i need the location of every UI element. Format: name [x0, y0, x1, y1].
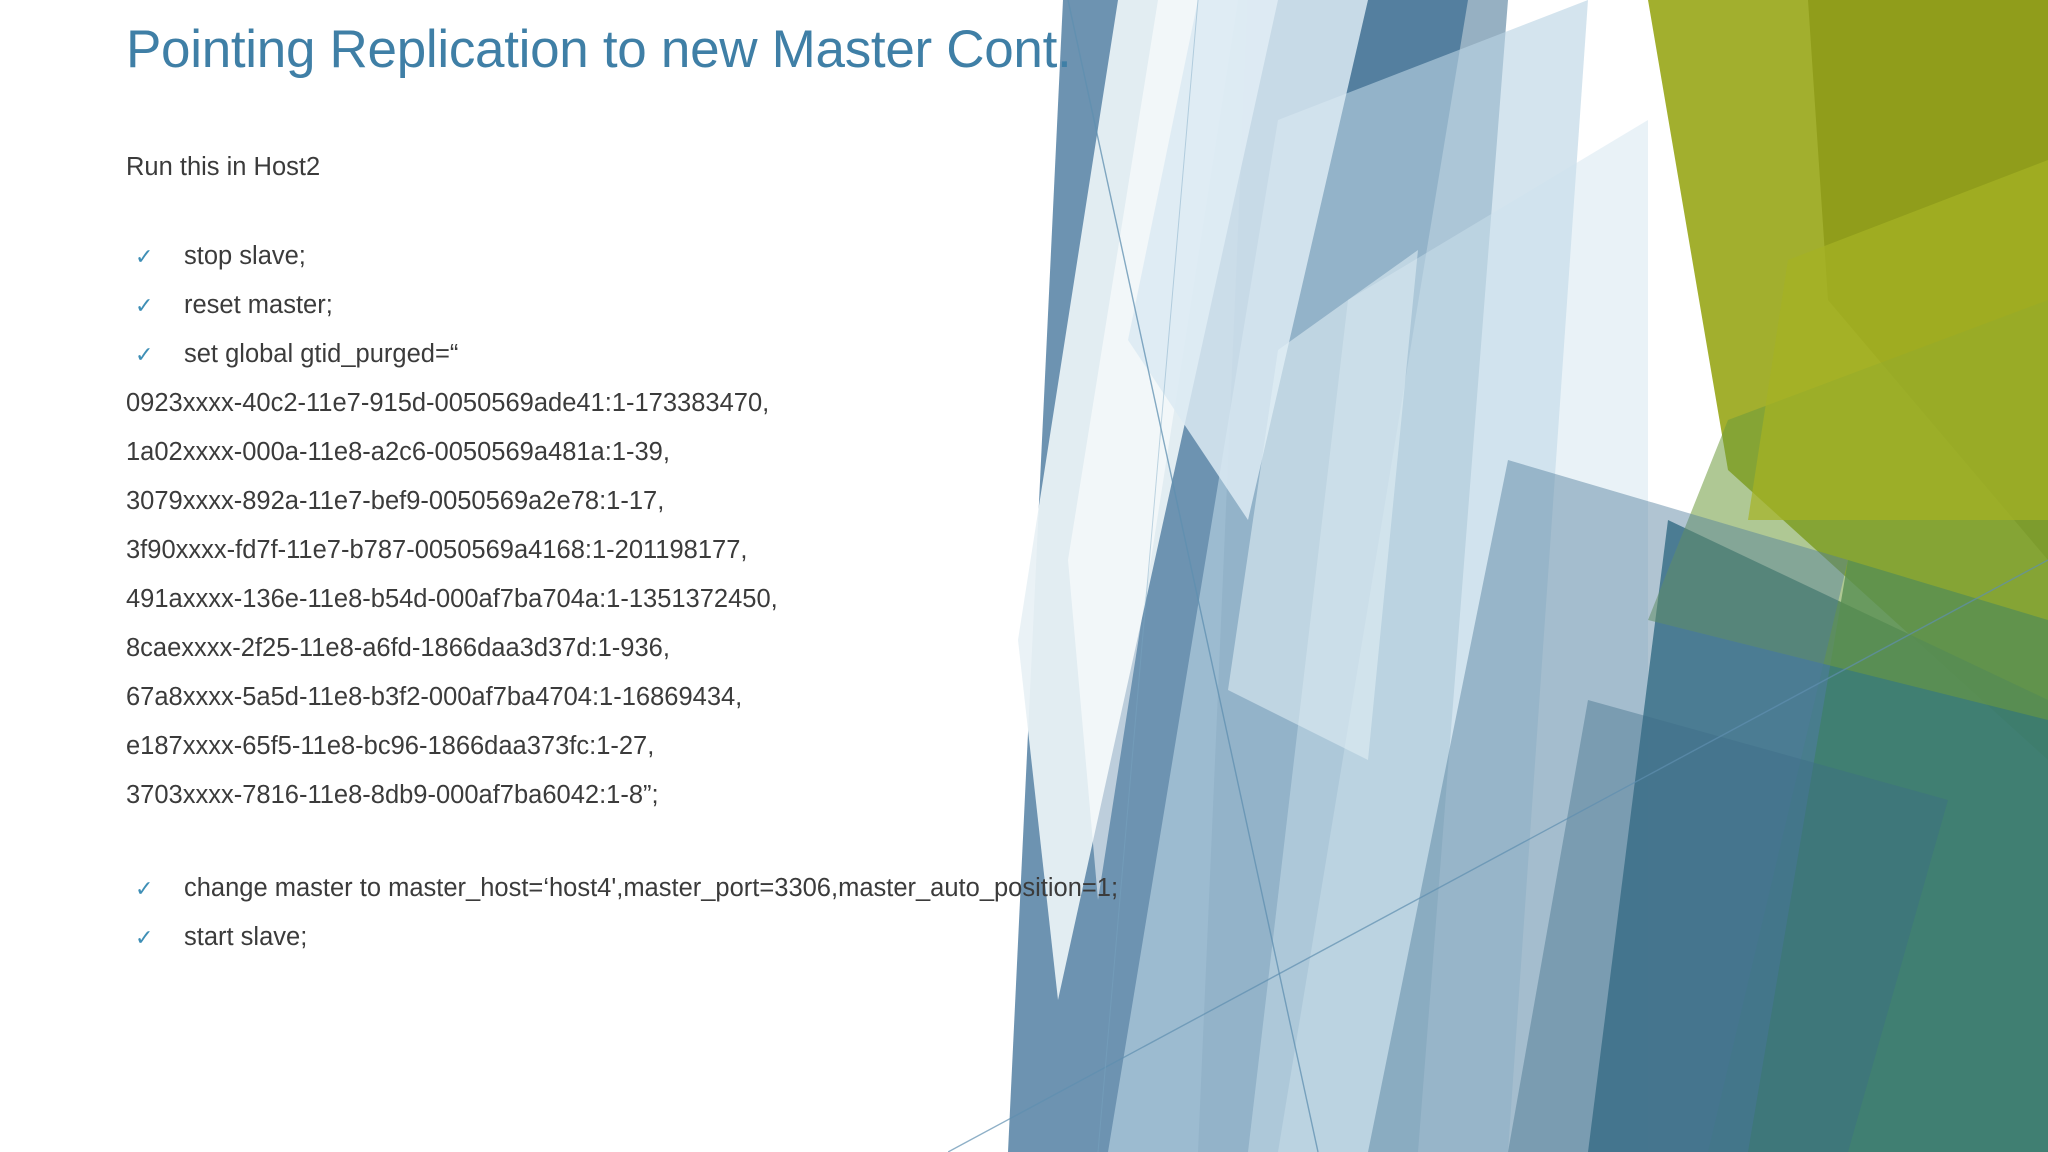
facet-shape-teal-lower	[1588, 520, 2048, 1152]
gtid-line: 3f90xxxx-fd7f-11e7-b787-0050569a4168:1-2…	[126, 536, 748, 564]
bullet-item-reset-master[interactable]: ✓ reset master;	[126, 281, 1326, 330]
bullet-item-set-gtid-purged[interactable]: ✓ set global gtid_purged=“	[126, 330, 1326, 379]
bullet-item-stop-slave[interactable]: ✓ stop slave;	[126, 232, 1326, 281]
facet-shape-green-mid	[1648, 300, 2048, 720]
spacer-after-intro	[126, 184, 1326, 232]
gtid-line: 0923xxxx-40c2-11e7-915d-0050569ade41:1-1…	[126, 389, 770, 417]
slide-title: Pointing Replication to new Master Cont.	[126, 20, 1072, 79]
facet-shape-slate-overlay-2	[1508, 700, 1948, 1152]
spacer-before-final-bullets	[126, 820, 1326, 864]
bullet-label: stop slave;	[184, 242, 306, 270]
check-icon: ✓	[135, 876, 154, 901]
check-icon: ✓	[135, 244, 154, 269]
bullet-label: change master to master_host=‘host4',mas…	[184, 874, 1119, 902]
facet-shape-green-lower	[1748, 560, 2048, 1152]
facet-shape-olive-dark	[1808, 0, 2048, 560]
facet-shape-olive-right	[1648, 0, 2048, 760]
facet-shape-olive-accent	[1748, 160, 2048, 520]
bullet-label: reset master;	[184, 291, 333, 319]
bullet-item-start-slave[interactable]: ✓ start slave;	[126, 913, 1326, 962]
gtid-line: 3079xxxx-892a-11e7-bef9-0050569a2e78:1-1…	[126, 487, 665, 515]
gtid-line: e187xxxx-65f5-11e8-bc96-1866daa373fc:1-2…	[126, 732, 655, 760]
intro-text: Run this in Host2	[126, 153, 321, 181]
slide-content: Pointing Replication to new Master Cont.…	[126, 20, 1326, 962]
check-icon: ✓	[135, 342, 154, 367]
bullet-label: start slave;	[184, 923, 308, 951]
check-icon: ✓	[135, 293, 154, 318]
check-icon: ✓	[135, 925, 154, 950]
bullet-label: set global gtid_purged=“	[184, 340, 459, 368]
facet-shape-slate-overlay	[1368, 460, 1848, 1152]
bullet-item-change-master[interactable]: ✓ change master to master_host=‘host4',m…	[126, 864, 1326, 913]
gtid-line: 3703xxxx-7816-11e8-8db9-000af7ba6042:1-8…	[126, 781, 659, 809]
gtid-line: 8caexxxx-2f25-11e8-a6fd-1866daa3d37d:1-9…	[126, 634, 670, 662]
gtid-line: 491axxxx-136e-11e8-b54d-000af7ba704a:1-1…	[126, 585, 778, 613]
slide-body: Run this in Host2 ✓ stop slave; ✓ reset …	[126, 150, 1326, 962]
gtid-line: 67a8xxxx-5a5d-11e8-b3f2-000af7ba4704:1-1…	[126, 683, 743, 711]
gtid-line: 1a02xxxx-000a-11e8-a2c6-0050569a481a:1-3…	[126, 438, 670, 466]
